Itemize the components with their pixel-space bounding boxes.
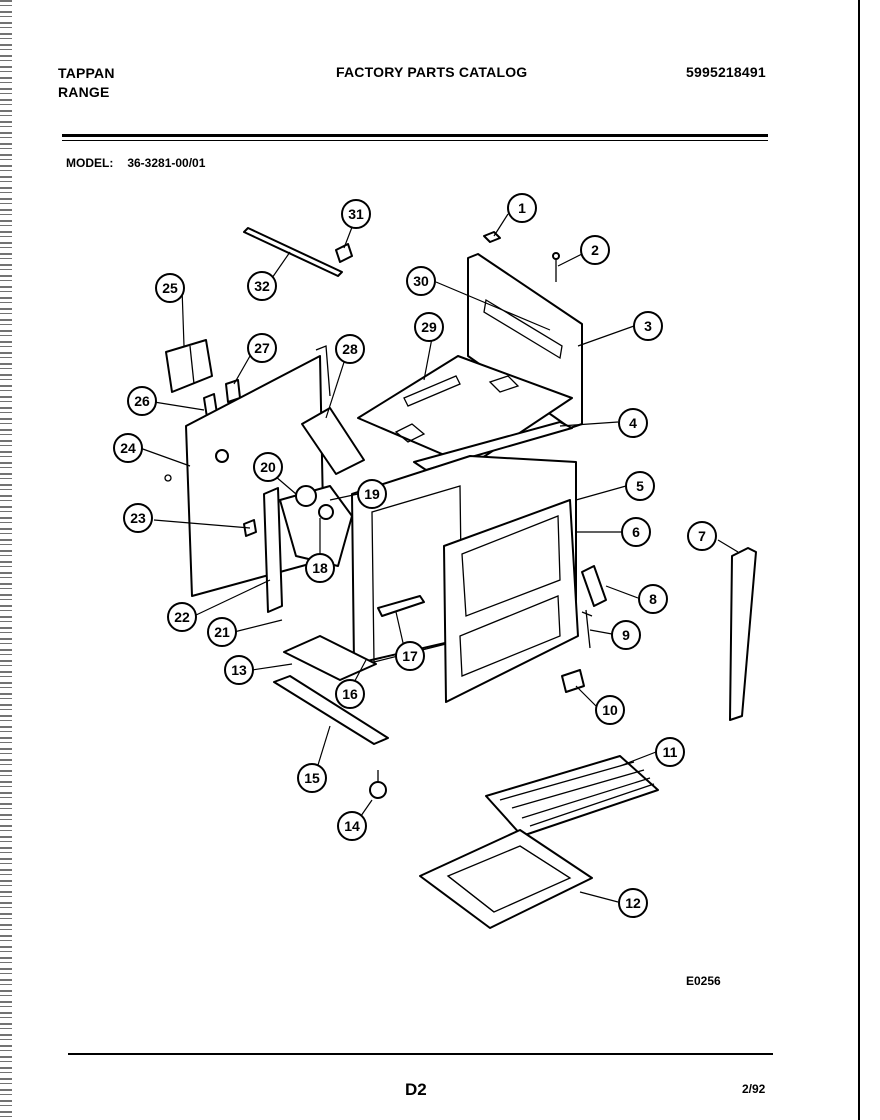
drawing-code: E0256 (686, 974, 721, 988)
callout-1: 1 (518, 200, 526, 216)
callout-25: 25 (162, 280, 178, 296)
page-border-right (858, 0, 860, 1120)
callout-circle (113, 433, 143, 463)
callout-30: 30 (413, 273, 429, 289)
brand-line-2: RANGE (58, 84, 110, 100)
scan-edge-artifact (0, 0, 12, 1120)
callout-4: 4 (629, 415, 637, 431)
callout-circle (395, 641, 425, 671)
callout-5: 5 (636, 478, 644, 494)
callout-29: 29 (421, 319, 437, 335)
callout-19: 19 (364, 486, 380, 502)
callout-6: 6 (632, 524, 640, 540)
callout-circle (618, 888, 648, 918)
callout-10: 10 (602, 702, 618, 718)
callout-circle (207, 617, 237, 647)
model-label: MODEL: (66, 156, 114, 170)
callout-circle (335, 334, 365, 364)
callout-circle (638, 584, 668, 614)
callout-7: 7 (698, 528, 706, 544)
callout-circle (297, 763, 327, 793)
callout-circle (341, 199, 371, 229)
callout-9: 9 (622, 627, 630, 643)
callout-12: 12 (625, 895, 641, 911)
callout-8: 8 (649, 591, 657, 607)
callout-circle (611, 620, 641, 650)
callout-circle (655, 737, 685, 767)
callout-circle (621, 517, 651, 547)
callout-circle (167, 602, 197, 632)
callout-circle (253, 452, 283, 482)
model-line: MODEL: 36-3281-00/01 (66, 156, 205, 170)
callout-16: 16 (342, 686, 358, 702)
callout-20: 20 (260, 459, 276, 475)
callout-circle (406, 266, 436, 296)
callout-circle (247, 333, 277, 363)
callout-14: 14 (344, 818, 360, 834)
callout-circle (625, 471, 655, 501)
callout-circle (155, 273, 185, 303)
callout-24: 24 (120, 440, 136, 456)
callout-27: 27 (254, 340, 270, 356)
callout-31: 31 (348, 206, 364, 222)
header-rule-thick (62, 134, 768, 137)
callout-circle (618, 408, 648, 438)
callout-22: 22 (174, 609, 190, 625)
footer-rule (68, 1053, 773, 1055)
callout-circle (633, 311, 663, 341)
callout-2: 2 (591, 242, 599, 258)
callout-circle (337, 811, 367, 841)
callout-21: 21 (214, 624, 230, 640)
callout-circle (123, 503, 153, 533)
callout-23: 23 (130, 510, 146, 526)
callout-circle (580, 235, 610, 265)
callout-circle (414, 312, 444, 342)
callout-circle (357, 479, 387, 509)
callout-13: 13 (231, 662, 247, 678)
callout-circle (595, 695, 625, 725)
header-rule-thin (62, 140, 768, 141)
catalog-title: FACTORY PARTS CATALOG (336, 64, 528, 80)
callout-17: 17 (402, 648, 418, 664)
callout-circle (507, 193, 537, 223)
callout-circle (224, 655, 254, 685)
callouts: 1 2 3 4 5 6 7 8 9 10 11 12 13 14 15 16 1… (113, 193, 717, 918)
callout-32: 32 (254, 278, 270, 294)
callout-18: 18 (312, 560, 328, 576)
callout-26: 26 (134, 393, 150, 409)
model-value: 36-3281-00/01 (127, 156, 206, 170)
callout-circle (687, 521, 717, 551)
catalog-number: 5995218491 (686, 64, 766, 80)
callout-15: 15 (304, 770, 320, 786)
callout-3: 3 (644, 318, 652, 334)
callout-circle (127, 386, 157, 416)
range-body-parts (164, 227, 757, 929)
brand-block: TAPPAN RANGE (58, 64, 115, 102)
callout-circle (335, 679, 365, 709)
page-label: D2 (405, 1080, 427, 1099)
revision-date: 2/92 (742, 1082, 766, 1096)
callout-circle (247, 271, 277, 301)
brand-line-1: TAPPAN (58, 65, 115, 81)
callout-11: 11 (663, 744, 678, 760)
callout-circle (305, 553, 335, 583)
callout-28: 28 (342, 341, 358, 357)
